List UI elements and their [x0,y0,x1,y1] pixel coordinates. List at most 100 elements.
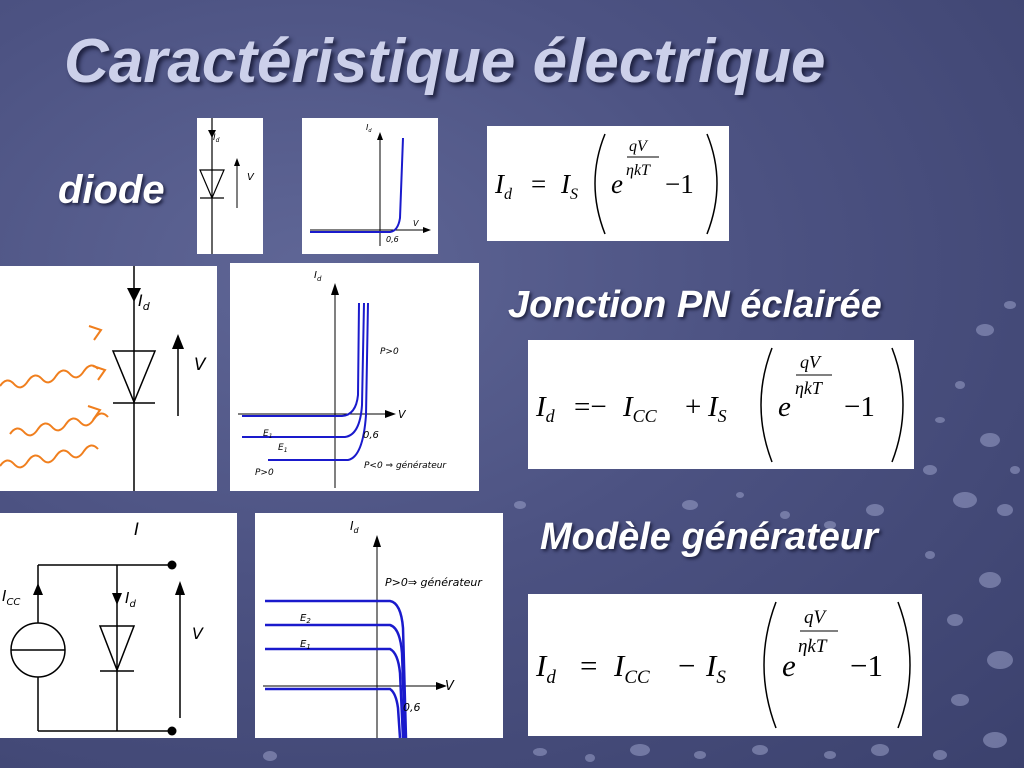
formula-minus-one: −1 [850,648,883,683]
svg-text:Id: Id [138,291,151,313]
svg-text:−: − [678,648,695,683]
svg-text:Id: Id [314,270,322,283]
formula-exp-num: qV [629,138,649,155]
formula-icc: I [613,648,626,683]
id-sub: d [143,300,151,313]
svg-text:IS: IS [560,169,578,203]
generator-model-circuit: I ICC Id V [0,513,237,738]
formula-exp-base: e [782,648,796,683]
generator-iv-graph: Id V P>0⇒ générateur E2 E1 0,6 [255,513,503,738]
formula-lhs-sub: d [546,406,556,426]
id-sub: d [216,137,220,144]
e1-label: E [300,639,307,650]
diode-heading: diode [58,168,165,212]
svg-text:Id: Id [366,123,372,134]
icc-sub: CC [6,597,20,608]
id-label: I [213,133,216,143]
svg-text:=: = [531,169,546,199]
formula-is: I [560,169,572,199]
svg-text:Id: Id [535,391,556,426]
graph-y-label: I [350,519,354,533]
illuminated-iv-graph: Id V P>0 0,6 E1 E1 P>0 P<0 ⇒ générateur [230,263,479,491]
svg-text:=: = [580,648,597,683]
svg-text:Id: Id [350,519,360,535]
formula-is: I [707,391,719,423]
svg-text:E1: E1 [278,443,288,454]
formula-exp-base: e [778,391,791,423]
threshold-label: 0,6 [403,701,421,714]
illuminated-junction-heading: Jonction PN éclairée [508,284,882,326]
id-label: I [125,589,130,607]
graph-y-sub: d [368,128,372,134]
formula-lhs: I [535,648,548,683]
diode-circuit: Id V [197,118,263,254]
formula-exp-den: ηkT [798,636,828,657]
formula-exp-base: e [611,169,623,199]
svg-text:Id: Id [494,169,513,203]
formula-is: I [705,648,718,683]
formula-icc-sub: CC [633,406,658,426]
e1-sub: 1 [306,643,310,651]
i-total-label: I [134,520,139,540]
svg-text:+: + [685,391,701,423]
formula-icc: I [622,391,634,423]
svg-text:Id: Id [125,589,136,610]
generator-label: P>0⇒ générateur [385,576,483,589]
formula-lhs-sub: d [546,667,556,688]
formula-lhs: I [494,169,506,199]
diode-iv-graph: Id V 0,6 [302,118,438,254]
formula-is-sub: S [718,406,727,426]
id-label: I [138,291,143,310]
formula-exp-den: ηkT [626,162,651,179]
svg-text:E2: E2 [300,613,311,625]
svg-text:IS: IS [707,391,727,426]
formula-icc-sub: CC [624,667,650,688]
graph-x-label: V [413,219,419,228]
id-sub: d [129,599,136,610]
p-pos-label: P>0 [380,347,399,357]
graph-y-label: I [314,270,317,281]
svg-text:E1: E1 [263,429,273,440]
e1-sub-b: 1 [284,447,288,454]
generator-model-heading: Modèle générateur [540,516,878,558]
formula-is-sub: S [570,186,578,203]
svg-text:IS: IS [705,648,726,688]
graph-y-label: I [366,123,369,132]
formula-exp-num: qV [804,607,828,628]
v-label: V [192,624,204,643]
svg-text:E1: E1 [300,639,311,651]
slide-title: Caractéristique électrique [64,27,826,96]
v-label: V [194,355,207,375]
svg-text:=−: =− [574,391,607,423]
formula-lhs-sub: d [504,186,513,203]
threshold-label: 0,6 [363,430,379,441]
graph-x-label: V [398,408,407,421]
graph-y-sub: d [317,275,322,283]
svg-text:ICC: ICC [622,391,658,426]
svg-text:Id: Id [213,133,220,144]
v-label: V [247,172,255,183]
formula-lhs: I [535,391,547,423]
p-pos-label-2: P>0 [255,468,274,478]
e1-sub-a: 1 [269,433,273,440]
graph-y-sub: d [354,526,360,535]
formula-is-sub: S [716,667,726,688]
formula-exp-den: ηkT [795,378,824,398]
generator-model-formula: Id = ICC − IS e qV ηkT −1 [528,594,922,736]
formula-minus-one: −1 [665,169,694,199]
e1-label-b: E [278,443,284,453]
p-neg-generator-label: P<0 ⇒ générateur [364,460,447,471]
svg-text:ICC: ICC [2,587,20,608]
illuminated-junction-circuit: Id V [0,266,217,491]
e1-label-a: E [263,429,269,439]
formula-exp-num: qV [800,352,822,372]
illuminated-junction-formula: Id =− ICC + IS e qV ηkT −1 [528,340,914,469]
graph-x-label: V [445,679,455,694]
threshold-label: 0,6 [386,235,399,244]
diode-formula: Id = IS e qV ηkT −1 [487,126,729,241]
e2-sub: 2 [306,617,311,625]
e2-label: E [300,613,307,624]
svg-text:Id: Id [535,648,556,688]
icc-label: I [2,587,7,605]
